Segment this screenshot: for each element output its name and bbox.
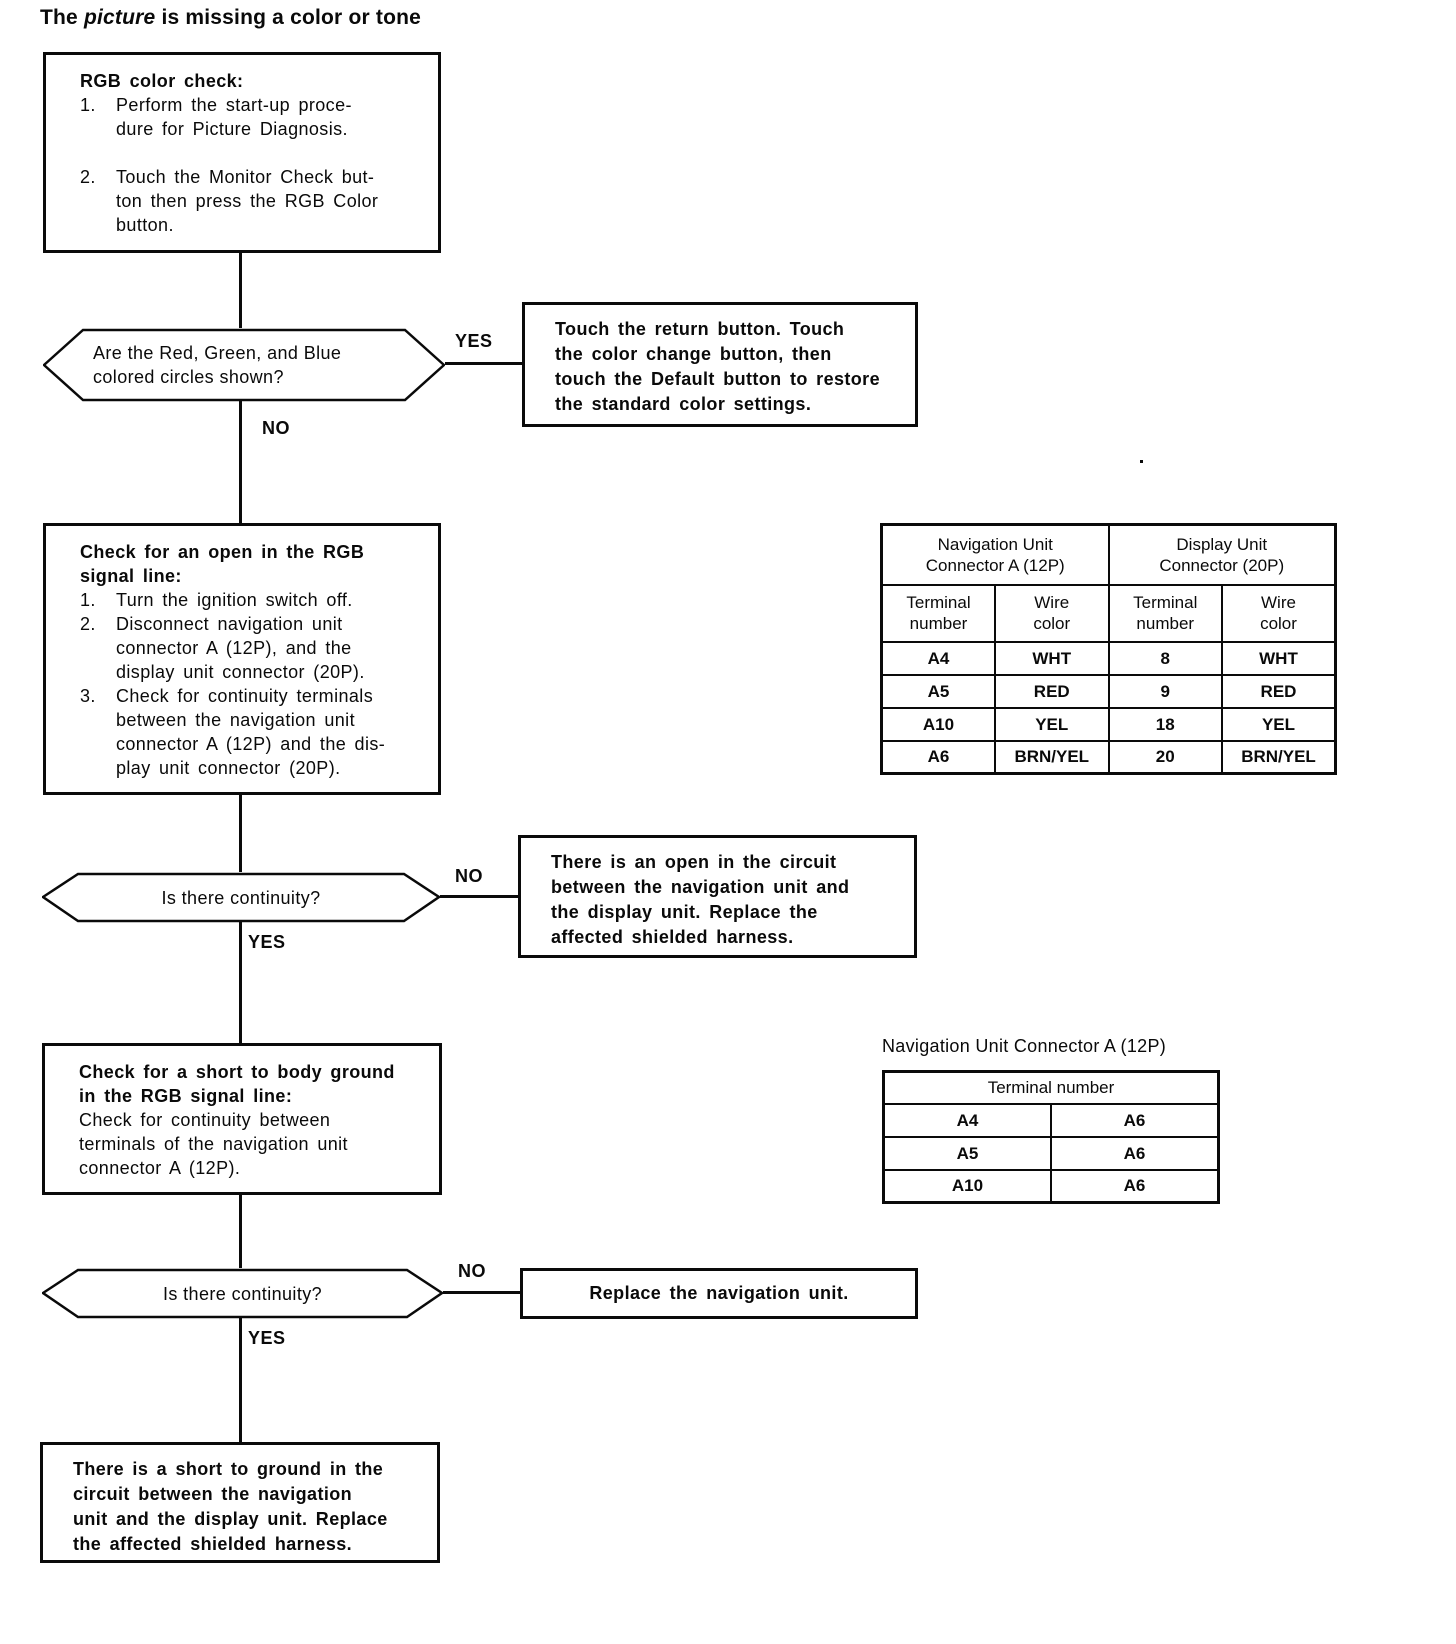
table-cell: A5 <box>882 1135 1052 1171</box>
step-number: 3. <box>80 686 96 706</box>
step-text: Check for continuity terminals between t… <box>116 686 386 778</box>
connector-line <box>239 922 242 1043</box>
table-cell: A6 <box>880 739 996 775</box>
process-box-check-open-rgb-line: Check for an open in the RGB signal line… <box>43 523 441 795</box>
decision-continuity-1: Is there continuity? <box>42 872 440 923</box>
table-cell: A6 <box>1050 1135 1220 1171</box>
box-heading: RGB color check: <box>80 71 244 91</box>
table-cell: A10 <box>880 706 996 742</box>
title-italic-word: picture <box>83 6 156 29</box>
scan-speck <box>1140 460 1143 463</box>
table-cell: RED <box>994 673 1110 709</box>
result-box-replace-navigation-unit: Replace the navigation unit. <box>520 1268 918 1319</box>
hexagon-shape <box>42 1268 443 1319</box>
step-text: Disconnect navigation unit connector A (… <box>116 614 365 682</box>
table-row: A5 RED 9 RED <box>880 673 1337 709</box>
table-row: A4 WHT 8 WHT <box>880 640 1337 676</box>
terminal-number-table: Terminal number A4 A6 A5 A6 A10 A6 <box>882 1070 1220 1204</box>
no-label: NO <box>262 418 290 438</box>
table-row: Terminal number Wire color Terminal numb… <box>880 583 1337 643</box>
table-col-header: Wire color <box>994 583 1110 643</box>
process-box-check-short-to-ground: Check for a short to body ground in the … <box>42 1043 442 1195</box>
no-label: NO <box>458 1261 486 1281</box>
box-heading: Check for an open in the RGB signal line… <box>80 542 365 586</box>
result-box-open-circuit: There is an open in the circuit between … <box>518 835 917 958</box>
table-cell: BRN/YEL <box>994 739 1110 775</box>
table-cell: 9 <box>1107 673 1223 709</box>
table-cell: YEL <box>994 706 1110 742</box>
step-number: 2. <box>80 167 96 187</box>
step-text: Touch the Monitor Check but- ton then pr… <box>116 167 379 235</box>
title-suffix: is missing a color or tone <box>155 6 422 29</box>
table-cell: WHT <box>994 640 1110 676</box>
table-cell: A6 <box>1050 1102 1220 1138</box>
step-item: 2. Disconnect navigation unit connector … <box>80 612 428 684</box>
table-row: A4 A6 <box>882 1102 1220 1138</box>
table-cell: A5 <box>880 673 996 709</box>
table-row: A5 A6 <box>882 1135 1220 1171</box>
hexagon-shape <box>42 872 440 923</box>
table-cell: 18 <box>1107 706 1223 742</box>
result-box-restore-default-colors: Touch the return button. Touch the color… <box>522 302 918 427</box>
table-row: Terminal number <box>882 1070 1220 1105</box>
step-text: Turn the ignition switch off. <box>116 590 353 610</box>
step-item: 3. Check for continuity terminals betwee… <box>80 684 428 780</box>
table-cell: YEL <box>1221 706 1337 742</box>
table-cell: A10 <box>882 1168 1052 1204</box>
hexagon-shape <box>43 328 445 402</box>
connector-line <box>239 795 242 872</box>
connector-pinout-table: Navigation Unit Connector A (12P) Displa… <box>880 523 1337 775</box>
table-cell: 8 <box>1107 640 1223 676</box>
table-cell: RED <box>1221 673 1337 709</box>
title-prefix: The <box>40 6 84 29</box>
connector-line <box>239 253 242 328</box>
connector-line <box>445 362 522 365</box>
decision-text: Is there continuity? <box>162 1283 323 1304</box>
step-text: Perform the start-up proce- dure for Pic… <box>116 95 352 139</box>
table-cell: WHT <box>1221 640 1337 676</box>
table-col-header: Terminal number <box>880 583 996 643</box>
table-caption: Navigation Unit Connector A (12P) <box>882 1036 1167 1056</box>
box-heading: Check for a short to body ground in the … <box>79 1062 395 1106</box>
page-title: The picture is missing a color or tone <box>40 6 421 30</box>
decision-continuity-2: Is there continuity? <box>42 1268 443 1319</box>
connector-line <box>443 1291 520 1294</box>
step-item: 2. Touch the Monitor Check but- ton then… <box>80 165 428 237</box>
step-item: 1. Perform the start-up proce- dure for … <box>80 93 428 141</box>
connector-line <box>440 895 518 898</box>
table-cell: BRN/YEL <box>1221 739 1337 775</box>
table-row: A10 YEL 18 YEL <box>880 706 1337 742</box>
table-row: A10 A6 <box>882 1168 1220 1204</box>
decision-text: Is there continuity? <box>161 887 321 908</box>
box-body-text: Check for continuity between terminals o… <box>79 1110 348 1178</box>
table-group-header: Display Unit Connector (20P) <box>1107 523 1337 586</box>
step-number: 1. <box>80 95 96 115</box>
connector-line <box>239 400 242 523</box>
table-cell: 20 <box>1107 739 1223 775</box>
step-number: 1. <box>80 590 96 610</box>
step-number: 2. <box>80 614 96 634</box>
process-box-rgb-color-check: RGB color check: 1. Perform the start-up… <box>43 52 441 253</box>
connector-line <box>239 1318 242 1442</box>
table-row: Navigation Unit Connector A (12P) Displa… <box>880 523 1337 586</box>
yes-label: YES <box>455 331 493 351</box>
table-row: A6 BRN/YEL 20 BRN/YEL <box>880 739 1337 775</box>
table-cell: A4 <box>882 1102 1052 1138</box>
step-item: 1. Turn the ignition switch off. <box>80 588 428 612</box>
table-cell: A4 <box>880 640 996 676</box>
table-col-header: Terminal number <box>882 1070 1220 1105</box>
decision-text: Are the Red, Green, and Blue colored cir… <box>93 343 342 387</box>
yes-label: YES <box>248 1328 286 1348</box>
table-col-header: Wire color <box>1221 583 1337 643</box>
yes-label: YES <box>248 932 286 952</box>
table-col-header: Terminal number <box>1107 583 1223 643</box>
table-group-header: Navigation Unit Connector A (12P) <box>880 523 1110 586</box>
result-box-short-to-ground: There is a short to ground in the circui… <box>40 1442 440 1563</box>
decision-rgb-circles-shown: Are the Red, Green, and Blue colored cir… <box>43 328 445 402</box>
table-cell: A6 <box>1050 1168 1220 1204</box>
no-label: NO <box>455 866 483 886</box>
connector-line <box>239 1195 242 1268</box>
